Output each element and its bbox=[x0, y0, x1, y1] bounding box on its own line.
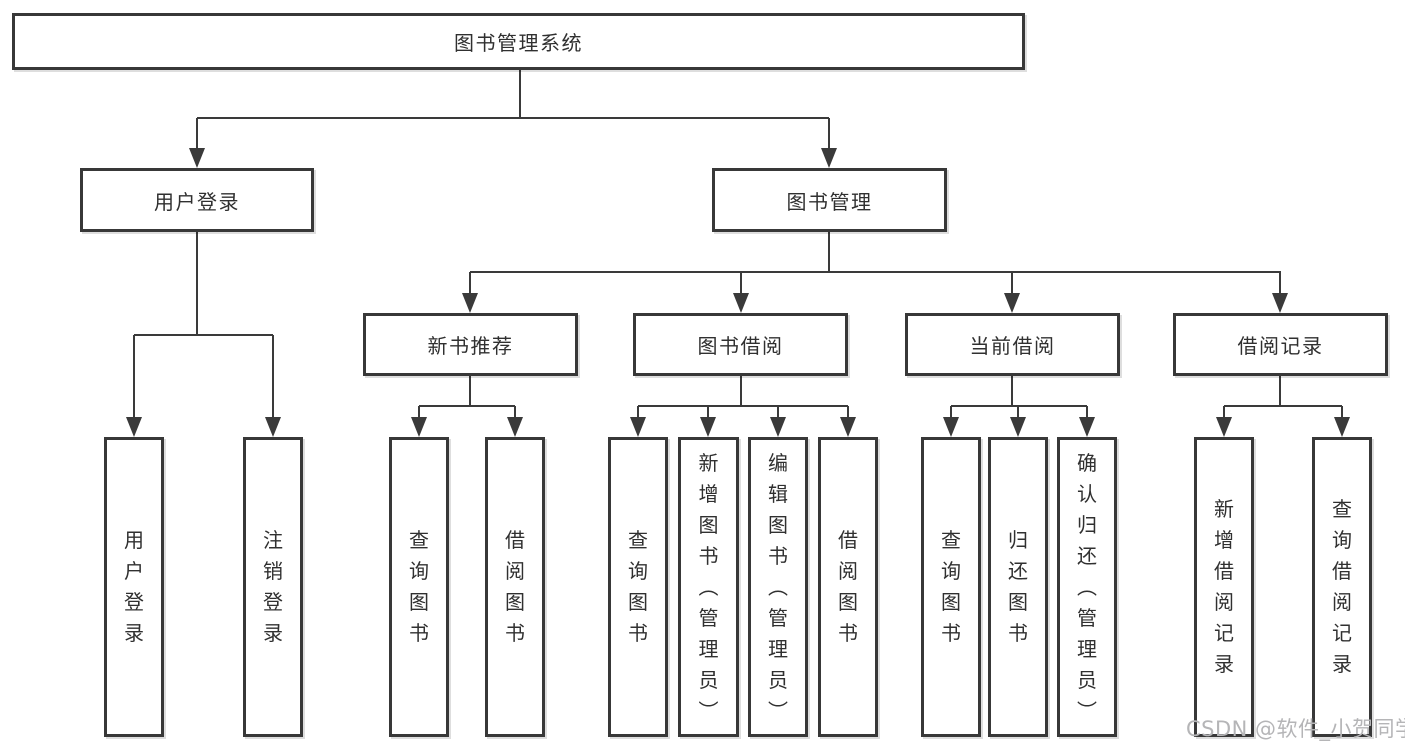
csdn-watermark: CSDN @软件_小贺同学 bbox=[1186, 717, 1405, 741]
node-label: 编辑图书︵管理员︶ bbox=[768, 450, 788, 723]
node-borrow-books-action: 借阅图书 bbox=[818, 437, 878, 737]
node-book-borrowing: 图书借阅 bbox=[633, 313, 848, 376]
node-label: 新增图书︵管理员︶ bbox=[698, 450, 719, 723]
node-label: 当前借阅 bbox=[969, 334, 1056, 358]
node-label: 图书管理系统 bbox=[454, 31, 583, 55]
node-label: 新增借阅记录 bbox=[1214, 497, 1234, 676]
node-borrow-books-recommend: 借阅图书 bbox=[485, 437, 545, 737]
node-label: 查询图书 bbox=[941, 528, 961, 645]
node-book-management: 图书管理 bbox=[712, 168, 947, 232]
node-edit-book-admin: 编辑图书︵管理员︶ bbox=[748, 437, 808, 737]
node-label: 注销登录 bbox=[263, 528, 283, 645]
node-label: 图书借阅 bbox=[697, 334, 784, 358]
node-confirm-return-admin: 确认归还︵管理员︶ bbox=[1057, 437, 1117, 737]
node-label: 归还图书 bbox=[1008, 528, 1028, 645]
node-label: 用户登录 bbox=[154, 189, 240, 214]
node-add-borrowing-record: 新增借阅记录 bbox=[1194, 437, 1254, 737]
node-query-books-borrowing: 查询图书 bbox=[608, 437, 668, 737]
node-logout-action: 注销登录 bbox=[243, 437, 303, 737]
node-add-book-admin: 新增图书︵管理员︶ bbox=[678, 437, 739, 737]
node-label: 查询图书 bbox=[628, 528, 648, 645]
node-library-management-system: 图书管理系统 bbox=[12, 13, 1025, 70]
node-new-book-recommendation: 新书推荐 bbox=[363, 313, 578, 376]
node-label: 确认归还︵管理员︶ bbox=[1077, 450, 1097, 723]
node-label: 查询借阅记录 bbox=[1332, 497, 1352, 676]
node-query-books-recommend: 查询图书 bbox=[389, 437, 449, 737]
node-label: 图书管理 bbox=[786, 189, 873, 214]
node-query-books-current: 查询图书 bbox=[921, 437, 981, 737]
node-user-login-action: 用户登录 bbox=[104, 437, 164, 737]
node-user-login: 用户登录 bbox=[80, 168, 314, 232]
node-label: 借阅图书 bbox=[505, 528, 525, 645]
node-label: 用户登录 bbox=[124, 528, 144, 645]
node-label: 新书推荐 bbox=[427, 334, 514, 358]
node-label: 借阅记录 bbox=[1237, 334, 1324, 358]
node-borrowing-records: 借阅记录 bbox=[1173, 313, 1388, 376]
node-label: 借阅图书 bbox=[838, 528, 858, 645]
node-label: 查询图书 bbox=[409, 528, 429, 645]
node-current-borrowing: 当前借阅 bbox=[905, 313, 1120, 376]
node-query-borrowing-record: 查询借阅记录 bbox=[1312, 437, 1372, 737]
node-return-books: 归还图书 bbox=[988, 437, 1048, 737]
